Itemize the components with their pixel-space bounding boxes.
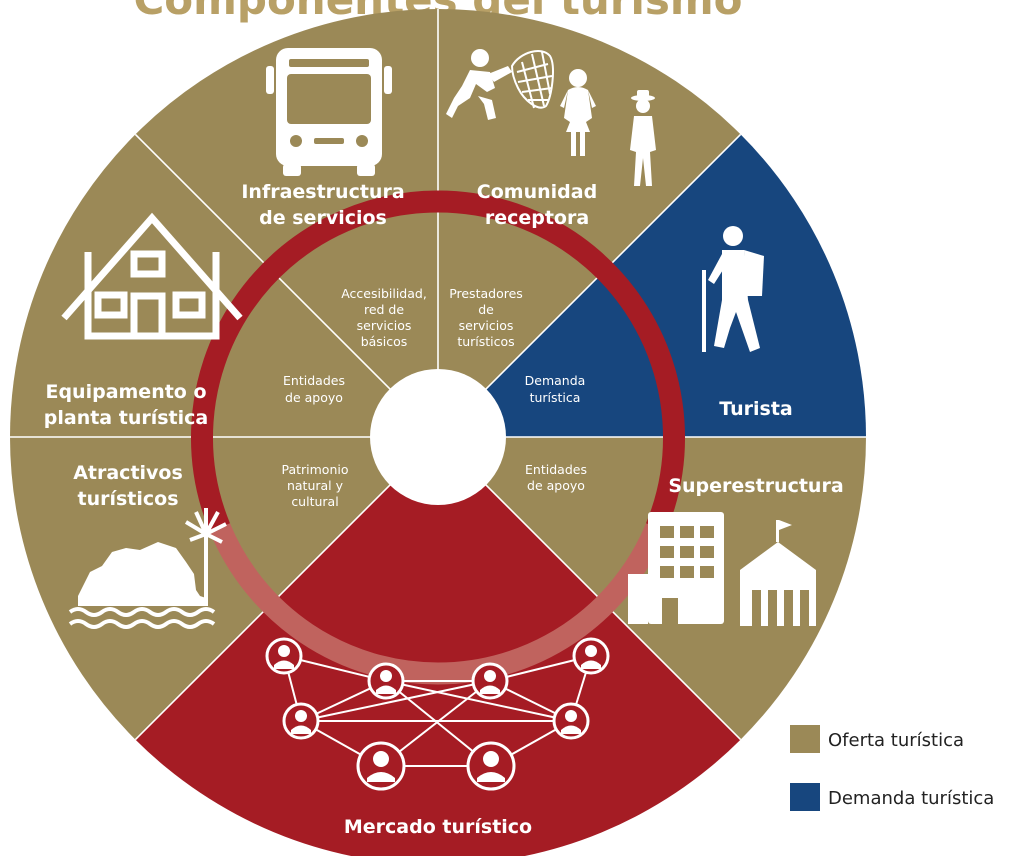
- inner-ring-pink-arc: [209, 523, 667, 685]
- legend: Oferta turística Demanda turística: [790, 725, 994, 811]
- house-icon: [61, 212, 243, 340]
- bus-icon: [266, 48, 392, 176]
- legend-item-oferta: Oferta turística: [790, 725, 964, 753]
- label-turista: Turista: [719, 398, 793, 420]
- legend-item-demanda: Demanda turística: [790, 783, 994, 811]
- label-superestructura: Superestructura: [668, 475, 843, 497]
- network-icon: [265, 637, 610, 791]
- island-palm-icon: [68, 508, 227, 629]
- legend-swatch-oferta: [790, 725, 820, 753]
- community-people-icon: [446, 49, 656, 186]
- legend-label-demanda: Demanda turística: [828, 788, 994, 809]
- wedge-atractivos: [10, 437, 438, 740]
- wedge-dividers: [10, 9, 866, 741]
- hiker-icon: [702, 226, 764, 352]
- wedge-mercado: [135, 437, 741, 856]
- wedge-turista: [438, 134, 866, 437]
- legend-label-oferta: Oferta turística: [828, 730, 964, 751]
- wedge-comunidad: [438, 9, 741, 437]
- label-mercado: Mercado turístico: [344, 816, 532, 838]
- wedge-equipamento: [10, 134, 438, 437]
- buildings-icon: [628, 512, 816, 626]
- inner-ring: [191, 190, 685, 532]
- center-circle: [370, 369, 506, 505]
- legend-swatch-demanda: [790, 783, 820, 811]
